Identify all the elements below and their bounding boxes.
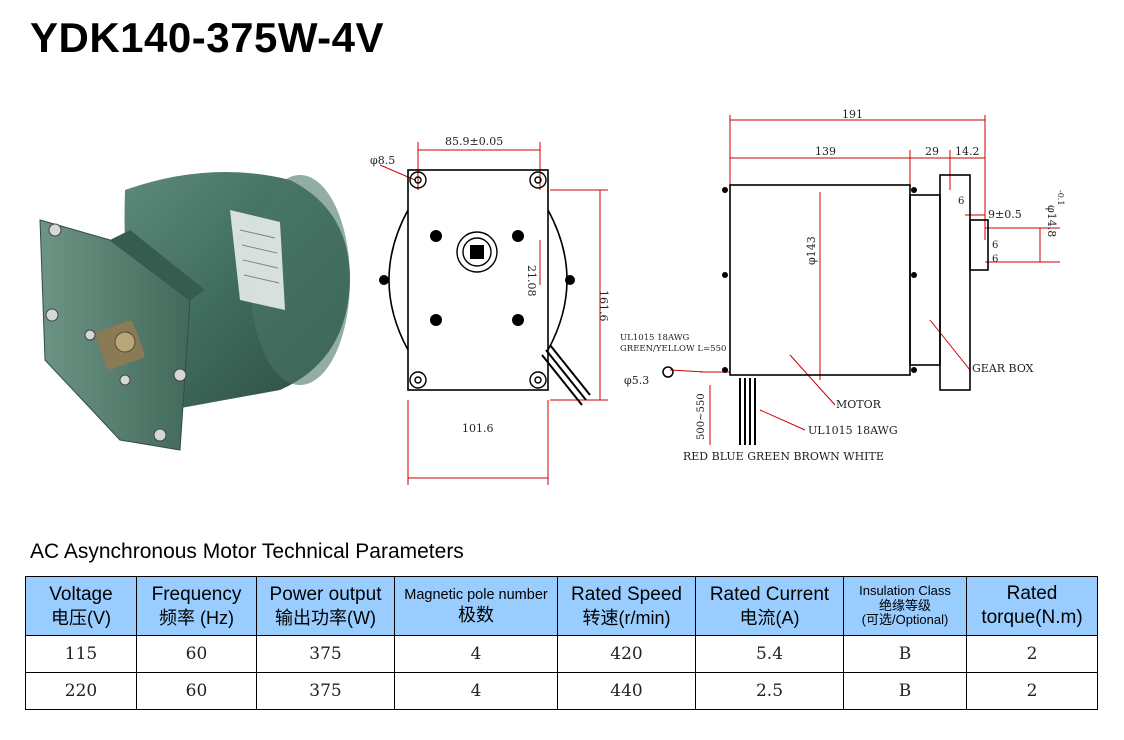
dim-hole-spacing: 85.9±0.05 xyxy=(445,135,503,148)
ground-hole-dia: φ5.3 xyxy=(624,374,649,387)
motor-photo xyxy=(39,172,350,451)
cell-poles: 4 xyxy=(394,635,558,673)
product-title: YDK140-375W-4V xyxy=(30,14,384,61)
cell-insulation: B xyxy=(843,672,967,710)
dim-14-2: 14.2 xyxy=(955,145,980,158)
dim-shaft-dia: φ14.8 xyxy=(1045,205,1058,237)
label-gearbox: GEAR BOX xyxy=(972,362,1034,375)
cell-poles: 4 xyxy=(394,672,558,710)
cell-current: 2.5 xyxy=(695,672,844,710)
section-title: AC Asynchronous Motor Technical Paramete… xyxy=(30,540,464,563)
cell-frequency: 60 xyxy=(136,635,257,673)
cell-power: 375 xyxy=(256,672,395,710)
dim-body-length: 139 xyxy=(815,145,836,158)
dim-6c: 6 xyxy=(992,254,998,265)
ground-wire-color: GREEN/YELLOW L=550 xyxy=(620,344,726,354)
cell-frequency: 60 xyxy=(136,672,257,710)
dim-29: 29 xyxy=(925,145,939,158)
lead-wire-spec: UL1015 18AWG xyxy=(808,424,898,437)
dim-6a: 6 xyxy=(958,196,964,207)
cell-voltage: 220 xyxy=(25,672,137,710)
dim-9: 9±0.5 xyxy=(988,208,1022,221)
dim-width: 101.6 xyxy=(462,422,494,435)
dim-6b: 6 xyxy=(992,240,998,251)
dim-total-length: 191 xyxy=(842,108,863,121)
table-row: 115 60 375 4 420 5.4 B 2 xyxy=(25,635,1098,673)
dim-shaft-tol: -0.1 xyxy=(1056,190,1065,205)
label-motor: MOTOR xyxy=(836,398,882,411)
cell-current: 5.4 xyxy=(695,635,844,673)
dim-shaft: 21.08 xyxy=(525,265,538,297)
dim-hole-dia: φ8.5 xyxy=(370,154,395,167)
table-row: 220 60 375 4 440 2.5 B 2 xyxy=(25,672,1098,710)
cell-speed: 440 xyxy=(557,672,696,710)
dim-height: 161.6 xyxy=(597,290,610,322)
cell-power: 375 xyxy=(256,635,395,673)
cell-torque: 2 xyxy=(966,635,1098,673)
cell-speed: 420 xyxy=(557,635,696,673)
ground-wire-spec: UL1015 18AWG xyxy=(620,333,689,343)
lead-length: 500~550 xyxy=(696,393,707,440)
side-view-drawing: 191 139 29 14.2 9±0.5 φ14.8 -0.1 φ143 6 … xyxy=(620,108,1065,463)
wire-colors: RED BLUE GREEN BROWN WHITE xyxy=(683,450,884,463)
cell-torque: 2 xyxy=(966,672,1098,710)
cell-insulation: B xyxy=(843,635,967,673)
cell-voltage: 115 xyxy=(25,635,137,673)
front-view-drawing: φ8.5 85.9±0.05 101.6 161.6 21.08 xyxy=(370,135,610,485)
dim-body-dia: φ143 xyxy=(805,236,818,265)
